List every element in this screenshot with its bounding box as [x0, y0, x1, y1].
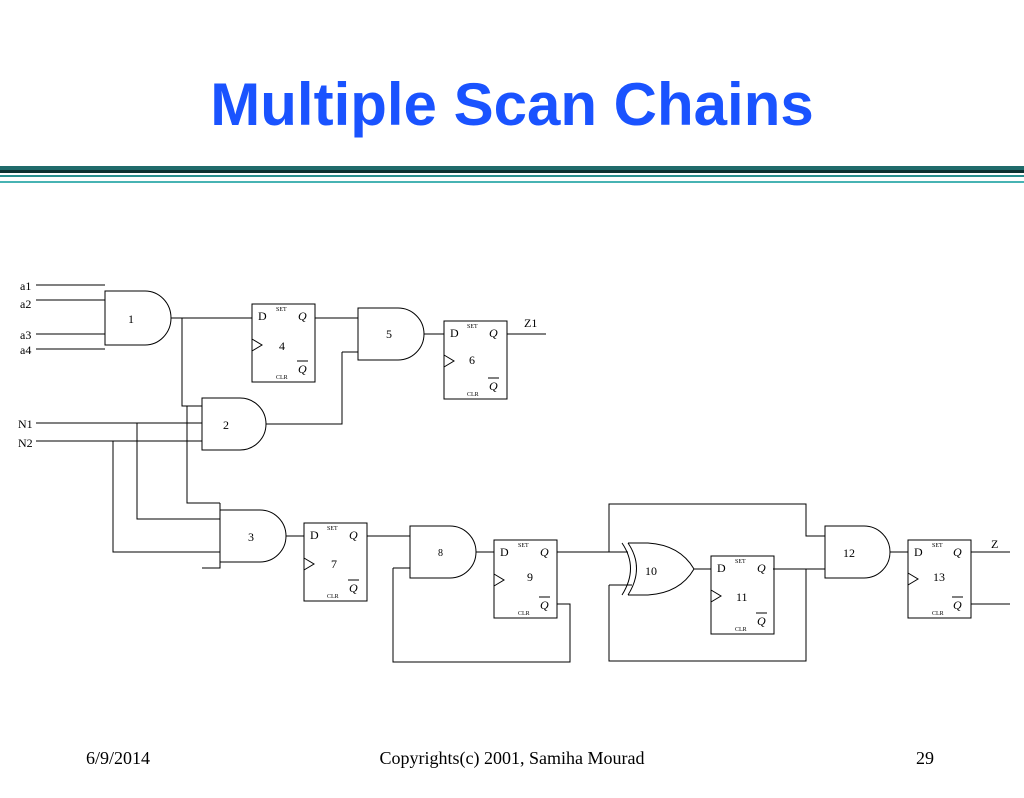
ff-clr-label: CLR	[932, 611, 944, 617]
flip-flop-13: D Q Q SET CLR 13	[907, 539, 972, 619]
and-gate-12: 12	[824, 525, 891, 579]
gate-label: 3	[248, 530, 254, 544]
input-label-a1: a1	[20, 279, 31, 293]
ff-d-label: D	[258, 309, 267, 323]
title-divider-mid	[0, 175, 1024, 177]
gate-label: 10	[645, 564, 657, 578]
title-divider-dark	[0, 170, 1024, 173]
footer-date: 6/9/2014	[86, 748, 151, 768]
ff-q-label: Q	[540, 545, 549, 559]
ff-qbar-label: Q	[489, 379, 498, 393]
ff-d-label: D	[717, 561, 726, 575]
ff-qbar-label: Q	[757, 614, 766, 628]
ff-set-label: SET	[932, 543, 943, 549]
ff-set-label: SET	[735, 559, 746, 565]
wire	[186, 406, 220, 504]
ff-set-label: SET	[327, 526, 338, 532]
input-label-a3: a3	[20, 328, 31, 342]
flip-flop-11: D Q Q SET CLR 11	[710, 555, 775, 635]
ff-clr-label: CLR	[518, 611, 530, 617]
wire	[112, 441, 220, 553]
wire	[136, 423, 220, 520]
wire	[608, 568, 807, 662]
output-label-z: Z	[991, 537, 998, 551]
slide-title: Multiple Scan Chains	[210, 71, 814, 138]
flip-flop-4: D Q Q SET CLR 4	[251, 303, 316, 383]
ff-clr-label: CLR	[327, 594, 339, 600]
ff-qbar-label: Q	[540, 598, 549, 612]
and-gate-1: 1	[104, 290, 172, 346]
gate-label: 5	[386, 327, 392, 341]
input-label-n2: N2	[18, 436, 33, 450]
ff-q-label: Q	[349, 528, 358, 542]
ff-number: 6	[469, 353, 475, 367]
output-label-z1: Z1	[524, 316, 537, 330]
ff-q-label: Q	[298, 309, 307, 323]
wire	[181, 318, 202, 407]
wire	[266, 352, 343, 425]
ff-number: 4	[279, 339, 285, 353]
and-gate-3: 3	[219, 509, 287, 563]
ff-clr-label: CLR	[276, 375, 288, 381]
title-divider-light	[0, 181, 1024, 183]
ff-number: 9	[527, 570, 533, 584]
ff-d-label: D	[500, 545, 509, 559]
title-divider	[0, 166, 1024, 170]
ff-q-label: Q	[953, 545, 962, 559]
flip-flop-6: D Q Q SET CLR 6	[443, 320, 508, 400]
ff-qbar-label: Q	[953, 598, 962, 612]
ff-q-label: Q	[489, 326, 498, 340]
wire	[608, 503, 825, 552]
gate-label: 12	[843, 546, 855, 560]
ff-number: 13	[933, 570, 945, 584]
ff-set-label: SET	[518, 543, 529, 549]
ff-set-label: SET	[276, 307, 287, 313]
ff-clr-label: CLR	[467, 392, 479, 398]
ff-number: 7	[331, 557, 337, 571]
ff-set-label: SET	[467, 324, 478, 330]
wire	[392, 568, 571, 663]
input-label-a2: a2	[20, 297, 31, 311]
ff-qbar-label: Q	[298, 362, 307, 376]
ff-d-label: D	[914, 545, 923, 559]
flip-flop-7: D Q Q SET CLR 7	[303, 522, 368, 602]
gate-label: 1	[128, 312, 134, 326]
ff-d-label: D	[450, 326, 459, 340]
xor-gate-10: 10	[621, 542, 695, 596]
ff-clr-label: CLR	[735, 627, 747, 633]
input-label-a4: a4	[20, 343, 31, 357]
and-gate-8: 8	[409, 525, 477, 579]
input-label-n1: N1	[18, 417, 33, 431]
ff-number: 11	[736, 590, 748, 604]
footer-page-number: 29	[916, 748, 934, 768]
flip-flop-9: D Q Q SET CLR 9	[493, 539, 558, 619]
ff-q-label: Q	[757, 561, 766, 575]
footer-copyright: Copyrights(c) 2001, Samiha Mourad	[379, 748, 645, 768]
ff-qbar-label: Q	[349, 581, 358, 595]
ff-d-label: D	[310, 528, 319, 542]
gate-label: 2	[223, 418, 229, 432]
and-gate-5: 5	[357, 307, 425, 361]
and-gate-2: 2	[201, 397, 267, 451]
gate-label: 8	[438, 548, 443, 559]
wire	[202, 503, 221, 569]
